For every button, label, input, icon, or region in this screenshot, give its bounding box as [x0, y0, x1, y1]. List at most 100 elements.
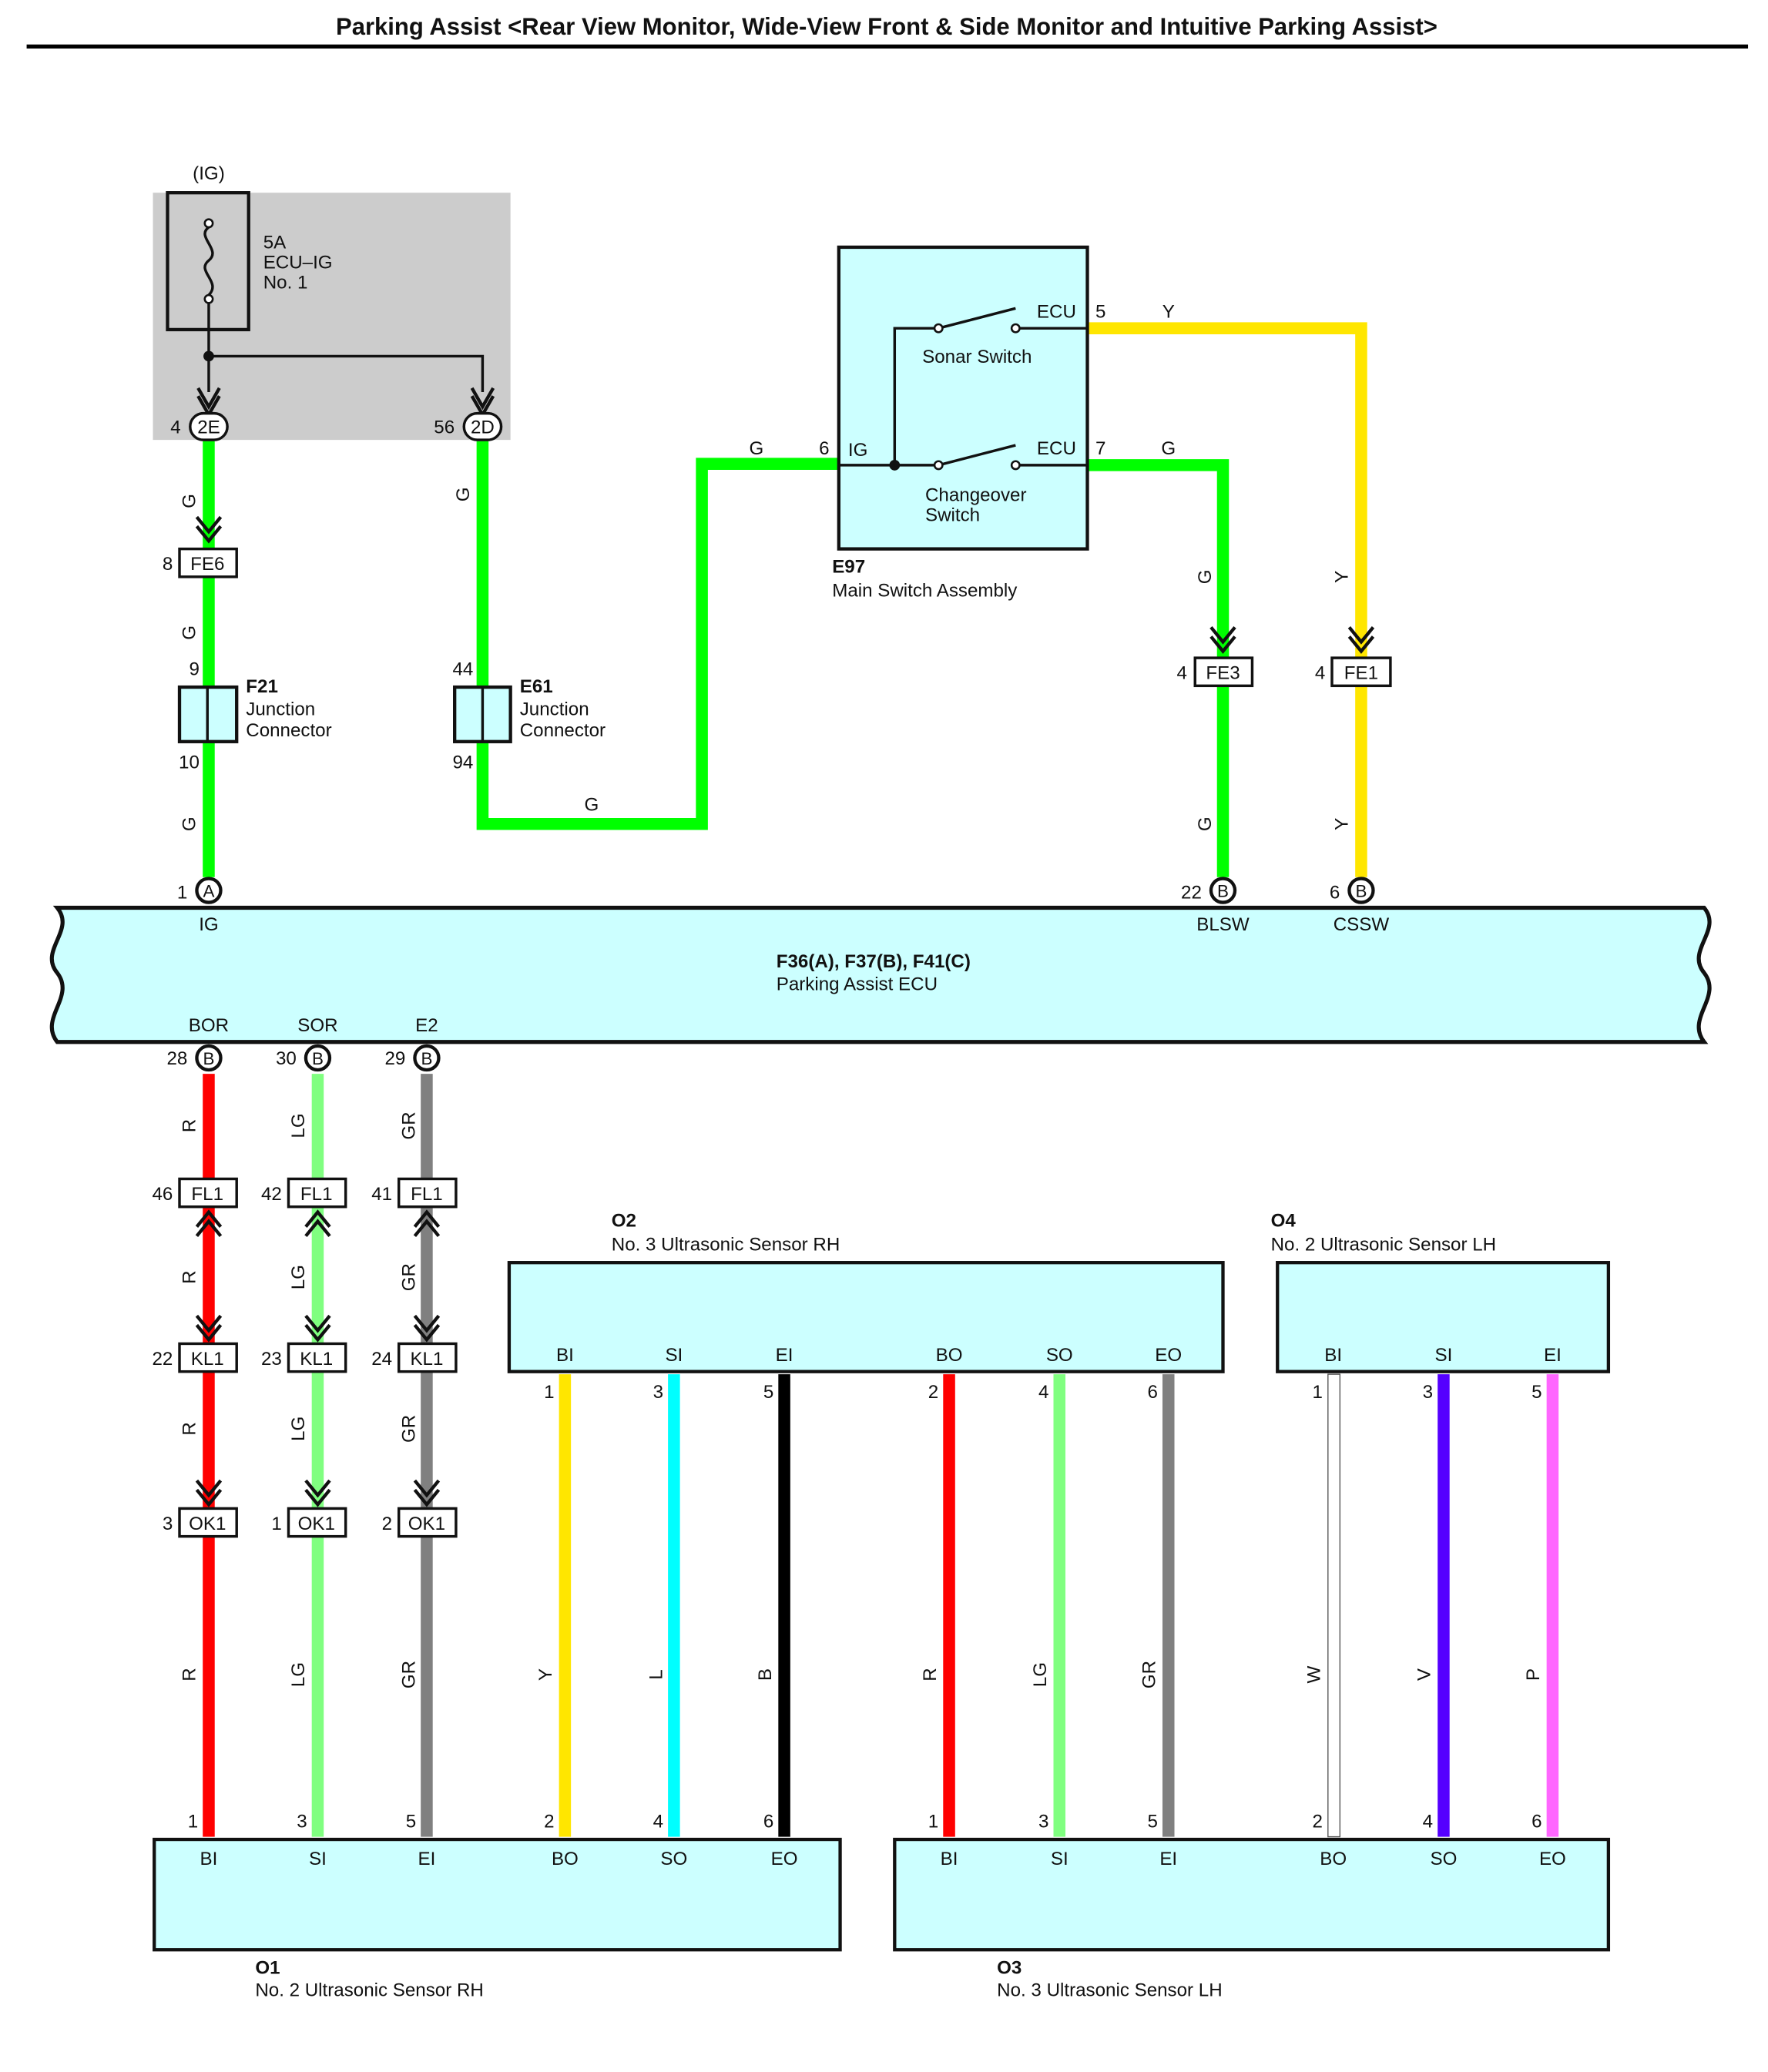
pin-7: 7	[1095, 438, 1105, 459]
connector-2d-id: 2D	[471, 417, 495, 438]
kl1-c-id: KL1	[410, 1349, 443, 1370]
ecu-sor-conn: B	[312, 1049, 324, 1068]
o1-pin: 6	[763, 1812, 773, 1832]
ok1-c-pin: 2	[382, 1514, 392, 1534]
ok1-a-id: OK1	[189, 1514, 226, 1534]
ok1-c-id: OK1	[408, 1514, 445, 1534]
sonar-switch-blade	[938, 307, 1016, 330]
o4-terminal: BI	[1324, 1345, 1342, 1366]
connector-fe1: FE1 4	[1315, 626, 1392, 688]
pin-5: 5	[1095, 301, 1105, 322]
ecu-body	[49, 905, 1712, 1044]
connector-2d-pin: 56	[434, 417, 455, 438]
inline-connectors-lower: FL1 46 FL1 42 FL1 41 KL1 22 KL1 23 KL1 2…	[153, 1177, 458, 1538]
wire-w-o4-bi	[1327, 1373, 1341, 1838]
sensor-o3: 1 3 5 2 4 6 BI SI EI BO SO EO O3 No. 3 U…	[893, 1812, 1611, 2001]
o3-name: No. 3 Ultrasonic Sensor LH	[997, 1980, 1223, 2001]
o3-terminal: SO	[1430, 1849, 1457, 1869]
wire-label: GR	[398, 1111, 419, 1139]
wire-label: R	[179, 1270, 200, 1283]
wire-label: GR	[398, 1415, 419, 1443]
connector-2e	[189, 411, 229, 441]
o2-pin: 5	[763, 1382, 773, 1403]
sensor-o4: O4 No. 2 Ultrasonic Sensor LH BI SI EI 1…	[1271, 1211, 1611, 1403]
fuse-block: (IG) 5A ECU–IG No. 1 2E 4 2D 56	[153, 163, 511, 441]
o4-terminal: EI	[1544, 1345, 1562, 1366]
o2-pin: 3	[653, 1382, 663, 1403]
wire-label: Y	[1332, 571, 1353, 583]
wire-label: W	[1303, 1665, 1324, 1683]
wire-label: L	[646, 1669, 666, 1679]
ecu-bor-conn: B	[203, 1049, 214, 1068]
wire-label: B	[755, 1668, 776, 1681]
e61-code: E61	[520, 676, 553, 697]
o4-terminal: SI	[1435, 1345, 1453, 1366]
f21-code: F21	[246, 676, 278, 697]
fuse-rating: 5A	[263, 233, 287, 253]
ecu-cssw-conn: B	[1355, 882, 1367, 901]
ecu-ig-label: IG	[199, 914, 219, 935]
o2-terminal: SO	[1046, 1345, 1073, 1366]
ecu-sor-pin: 30	[276, 1048, 297, 1069]
changeover-switch-blade	[938, 444, 1016, 467]
wire-label: LG	[288, 1113, 309, 1138]
wires	[203, 322, 1559, 1838]
o3-pin: 4	[1423, 1812, 1433, 1832]
ecu-cssw-pin: 6	[1330, 882, 1340, 903]
o3-terminal: BI	[941, 1849, 958, 1869]
wire-label: GR	[398, 1661, 419, 1688]
fl1-a-id: FL1	[191, 1184, 223, 1205]
ecu-cssw-label: CSSW	[1334, 914, 1390, 935]
fl1-c-pin: 41	[371, 1184, 392, 1205]
wire-label: R	[179, 1668, 200, 1681]
chevron-down-icon	[413, 1479, 441, 1507]
f21-name-1: Junction	[246, 699, 315, 719]
ecu-terminal-top: ECU	[1037, 301, 1076, 322]
ecu-terminal-bottom: ECU	[1037, 438, 1076, 459]
sensor-o1: 1 3 5 2 4 6 BI SI EI BO SO EO O1 No. 2 U…	[153, 1812, 842, 2001]
wire-label: G	[179, 494, 200, 508]
wire-label: R	[179, 1422, 200, 1435]
o1-terminal: EO	[771, 1849, 798, 1869]
ecu-blsw-label: BLSW	[1196, 914, 1250, 935]
changeover-label-1: Changeover	[925, 485, 1027, 506]
o1-pin: 2	[544, 1812, 554, 1832]
o3-terminal: EI	[1159, 1849, 1177, 1869]
o2-pin: 4	[1038, 1382, 1048, 1403]
fl1-a-pin: 46	[153, 1184, 173, 1205]
chevron-down-icon	[1209, 626, 1236, 654]
e97-name: Main Switch Assembly	[832, 581, 1018, 602]
o1-code: O1	[255, 1957, 280, 1978]
o4-code: O4	[1271, 1211, 1297, 1232]
kl1-c-pin: 24	[371, 1349, 392, 1370]
o3-pin: 6	[1531, 1812, 1542, 1832]
chevron-up-icon	[413, 1209, 441, 1238]
kl1-a-pin: 22	[153, 1349, 173, 1370]
o3-code: O3	[997, 1957, 1022, 1978]
o2-pin: 1	[544, 1382, 554, 1403]
connector-fe6: FE6 8	[163, 515, 238, 578]
o4-pin: 1	[1312, 1382, 1322, 1403]
f21-name-2: Connector	[246, 720, 331, 741]
ecu-e2-conn: B	[421, 1049, 432, 1068]
wire-label: G	[1195, 569, 1216, 584]
connector-2e-pin: 4	[170, 417, 180, 438]
ok1-b-id: OK1	[298, 1514, 335, 1534]
o1-pin: 5	[406, 1812, 416, 1832]
ecu-bor-pin: 28	[166, 1048, 187, 1069]
wire-g-blsw	[1087, 459, 1230, 877]
ok1-a-pin: 3	[163, 1514, 173, 1534]
o4-name: No. 2 Ultrasonic Sensor LH	[1271, 1235, 1497, 1256]
main-switch-assembly: Sonar Switch Changeover Switch IG ECU EC…	[819, 245, 1105, 602]
chevron-down-icon	[195, 515, 223, 544]
fe3-pin: 4	[1176, 663, 1186, 684]
f21-pin-out: 10	[179, 752, 200, 773]
o1-pin: 3	[297, 1812, 307, 1832]
chevron-down-icon	[195, 1314, 223, 1343]
chevron-down-icon	[1347, 626, 1375, 654]
ecu-sor-label: SOR	[297, 1015, 337, 1036]
o2-name: No. 3 Ultrasonic Sensor RH	[612, 1235, 840, 1256]
o1-pin: 4	[653, 1812, 663, 1832]
ecu-code: F36(A), F37(B), F41(C)	[777, 951, 971, 972]
sonar-switch-label: Sonar Switch	[922, 347, 1032, 367]
